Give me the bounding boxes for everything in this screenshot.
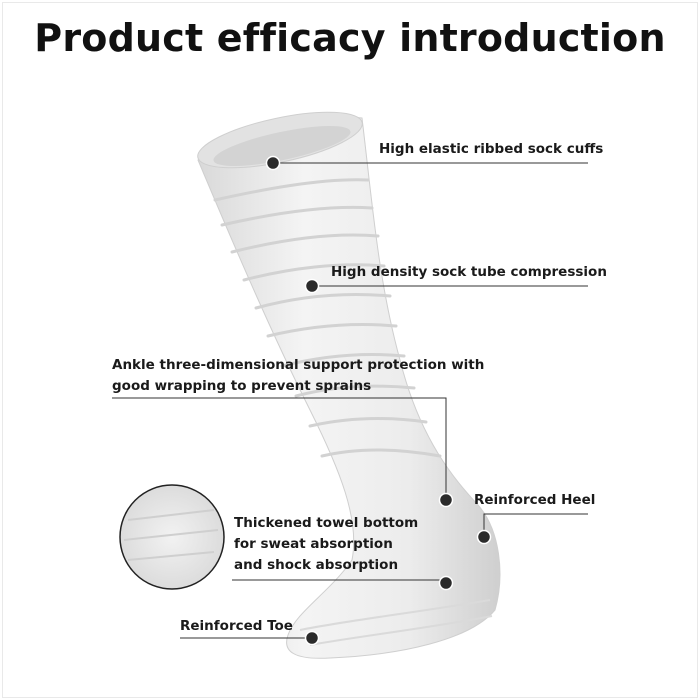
callout-dot-icon bbox=[476, 529, 492, 545]
label-ankle-line1: Ankle three-dimensional support protecti… bbox=[112, 357, 485, 373]
callout-dot-icon bbox=[438, 492, 454, 508]
callout-dots bbox=[265, 155, 492, 646]
label-ankle: Ankle three-dimensional support protecti… bbox=[112, 355, 484, 397]
label-heel-text: Reinforced Heel bbox=[474, 492, 596, 508]
label-cuffs: High elastic ribbed sock cuffs bbox=[379, 139, 603, 160]
sock-sole-texture bbox=[299, 599, 493, 646]
label-heel: Reinforced Heel bbox=[474, 490, 595, 511]
label-towel-line3: and shock absorption bbox=[234, 557, 399, 573]
label-ankle-line2: good wrapping to prevent sprains bbox=[112, 378, 372, 394]
page-title: Product efficacy introduction bbox=[34, 16, 666, 60]
callout-dot-icon bbox=[265, 155, 281, 171]
callout-dot-icon bbox=[438, 575, 454, 591]
callout-dot-icon bbox=[304, 278, 320, 294]
label-towel-line2: for sweat absorption bbox=[234, 536, 393, 552]
label-toe: Reinforced Toe bbox=[180, 616, 293, 637]
label-towel: Thickened towel bottom for sweat absorpt… bbox=[234, 513, 418, 576]
callout-dot-icon bbox=[304, 630, 320, 646]
sock-folds bbox=[213, 178, 442, 458]
label-cuffs-text: High elastic ribbed sock cuffs bbox=[379, 141, 604, 157]
label-tube: High density sock tube compression bbox=[331, 262, 607, 283]
label-towel-line1: Thickened towel bottom bbox=[234, 515, 419, 531]
label-tube-text: High density sock tube compression bbox=[331, 264, 607, 280]
label-toe-text: Reinforced Toe bbox=[180, 618, 293, 634]
towel-zoom-circle bbox=[119, 484, 225, 590]
